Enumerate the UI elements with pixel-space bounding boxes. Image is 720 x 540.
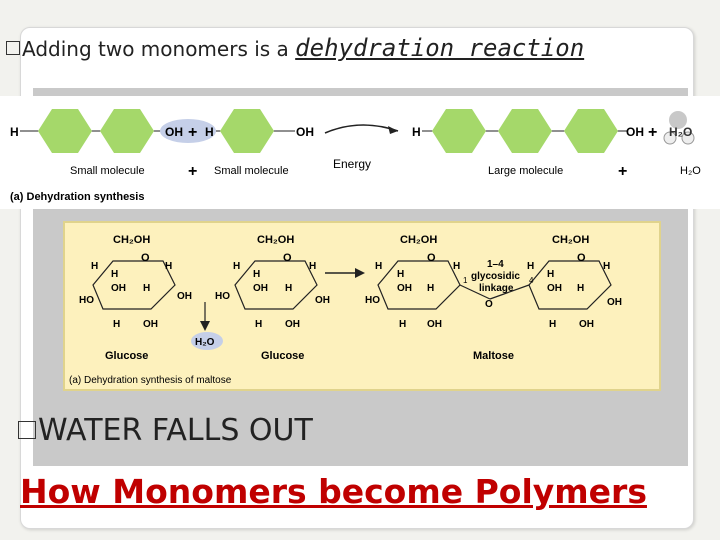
label-h-d: H [143, 283, 150, 294]
label-h-s: H [577, 283, 584, 294]
maltose-ring-1 [377, 260, 461, 310]
label-ch2oh-1: CH₂OH [113, 234, 150, 246]
label-h-c: H [111, 269, 118, 280]
label-small-molecule-2: Small molecule [214, 165, 289, 177]
label-oh-c: OH [143, 319, 158, 330]
bullet-box-icon [6, 41, 20, 55]
label-h-i: H [285, 283, 292, 294]
reaction-arrow-2 [355, 268, 365, 278]
label-h-b: H [165, 261, 172, 272]
bullet-emphasis: dehydration reaction [295, 34, 585, 62]
label-h-3: H [412, 125, 421, 139]
label-linkage-3: linkage [479, 283, 514, 294]
label-o-4: O [577, 252, 586, 264]
label-oh-h: OH [427, 319, 442, 330]
label-oh-d: OH [253, 283, 268, 294]
label-h-f: H [233, 261, 240, 272]
hexagon-5 [498, 109, 552, 153]
label-h-k: H [375, 261, 382, 272]
label-h-e: H [113, 319, 120, 330]
label-oh-b: OH [177, 291, 192, 302]
label-h-l: H [453, 261, 460, 272]
label-h-g: H [309, 261, 316, 272]
label-plus-3: + [188, 163, 197, 180]
maltose-ring-2 [528, 260, 612, 310]
label-h-r: H [547, 269, 554, 280]
hexagon-1 [38, 109, 92, 153]
label-oh-j: OH [607, 297, 622, 308]
label-oh-e: OH [315, 295, 330, 306]
hexagon-4 [432, 109, 486, 153]
slide-title: How Monomers become Polymers [20, 472, 647, 511]
maltose-figure: CH₂OH CH₂OH CH₂OH CH₂OH O O O O 1–4 glyc… [63, 221, 661, 391]
label-h-m: H [397, 269, 404, 280]
label-h-p: H [527, 261, 534, 272]
label-oh-1: OH [165, 125, 183, 139]
label-oh-i: OH [547, 283, 562, 294]
label-plus-2: + [648, 124, 657, 141]
label-h2o-1: H₂O [669, 125, 692, 139]
label-h2o-2: H₂O [680, 165, 701, 177]
label-oh-k: OH [579, 319, 594, 330]
label-ho-c: HO [365, 295, 380, 306]
reactive-group-highlight [160, 119, 216, 143]
label-oh-3: OH [626, 125, 644, 139]
label-h-o: H [399, 319, 406, 330]
label-linkage-2: glycosidic [471, 271, 520, 282]
label-linkage-1: 1–4 [487, 259, 504, 270]
glucose-ring-1 [92, 260, 176, 310]
label-h-h: H [253, 269, 260, 280]
caption-dehydration: (a) Dehydration synthesis [10, 191, 144, 203]
label-h-j: H [255, 319, 262, 330]
water-molecule-o [669, 111, 687, 129]
label-o-3: O [427, 252, 436, 264]
label-h2o-3: H₂O [195, 337, 215, 348]
label-ch2oh-3: CH₂OH [400, 234, 437, 246]
bullet-box-icon-2 [18, 421, 36, 439]
label-h-t: H [549, 319, 556, 330]
label-ho-a: HO [79, 295, 94, 306]
hexagon-6 [564, 109, 618, 153]
bullet-water-falls-out: WATER FALLS OUT [18, 413, 313, 448]
label-ch2oh-4: CH₂OH [552, 234, 589, 246]
label-glucose-1: Glucose [105, 350, 148, 362]
hexagon-2 [100, 109, 154, 153]
dehydration-diagram: H OH + H OH Energy H OH + H₂O Small mole… [10, 109, 701, 203]
label-small-molecule-1: Small molecule [70, 165, 145, 177]
label-h-2: H [205, 125, 214, 139]
label-oh-a: OH [111, 283, 126, 294]
label-h-left: H [10, 125, 19, 139]
glucose-ring-2 [234, 260, 318, 310]
label-o-1: O [141, 252, 150, 264]
label-h-q: H [603, 261, 610, 272]
label-oh-2: OH [296, 125, 314, 139]
water-highlight [191, 332, 223, 350]
label-ch2oh-2: CH₂OH [257, 234, 294, 246]
label-plus-1: + [188, 124, 197, 141]
label-maltose: Maltose [473, 350, 514, 362]
dehydration-figure: H OH + H OH Energy H OH + H₂O Small mole… [0, 96, 720, 209]
caption-maltose: (a) Dehydration synthesis of maltose [69, 375, 232, 386]
label-ho-b: HO [215, 291, 230, 302]
bullet-text: Adding two monomers is a [22, 37, 296, 61]
bullet2-text: WATER FALLS OUT [38, 413, 313, 448]
maltose-diagram: CH₂OH CH₂OH CH₂OH CH₂OH O O O O 1–4 glyc… [69, 234, 622, 386]
label-energy: Energy [333, 157, 371, 171]
reaction-arrow [324, 124, 399, 134]
bullet-dehydration: Adding two monomers is a dehydration rea… [6, 34, 584, 62]
label-carbon-1: 1 [463, 276, 468, 285]
label-plus-4: + [618, 163, 627, 180]
label-oh-f: OH [285, 319, 300, 330]
label-large-molecule: Large molecule [488, 165, 563, 177]
label-o-2: O [283, 252, 292, 264]
label-oh-g: OH [397, 283, 412, 294]
hexagon-3 [220, 109, 274, 153]
label-h-a: H [91, 261, 98, 272]
label-o-bridge: O [485, 299, 493, 310]
label-h-n: H [427, 283, 434, 294]
label-glucose-2: Glucose [261, 350, 304, 362]
label-carbon-4: 4 [529, 276, 534, 285]
